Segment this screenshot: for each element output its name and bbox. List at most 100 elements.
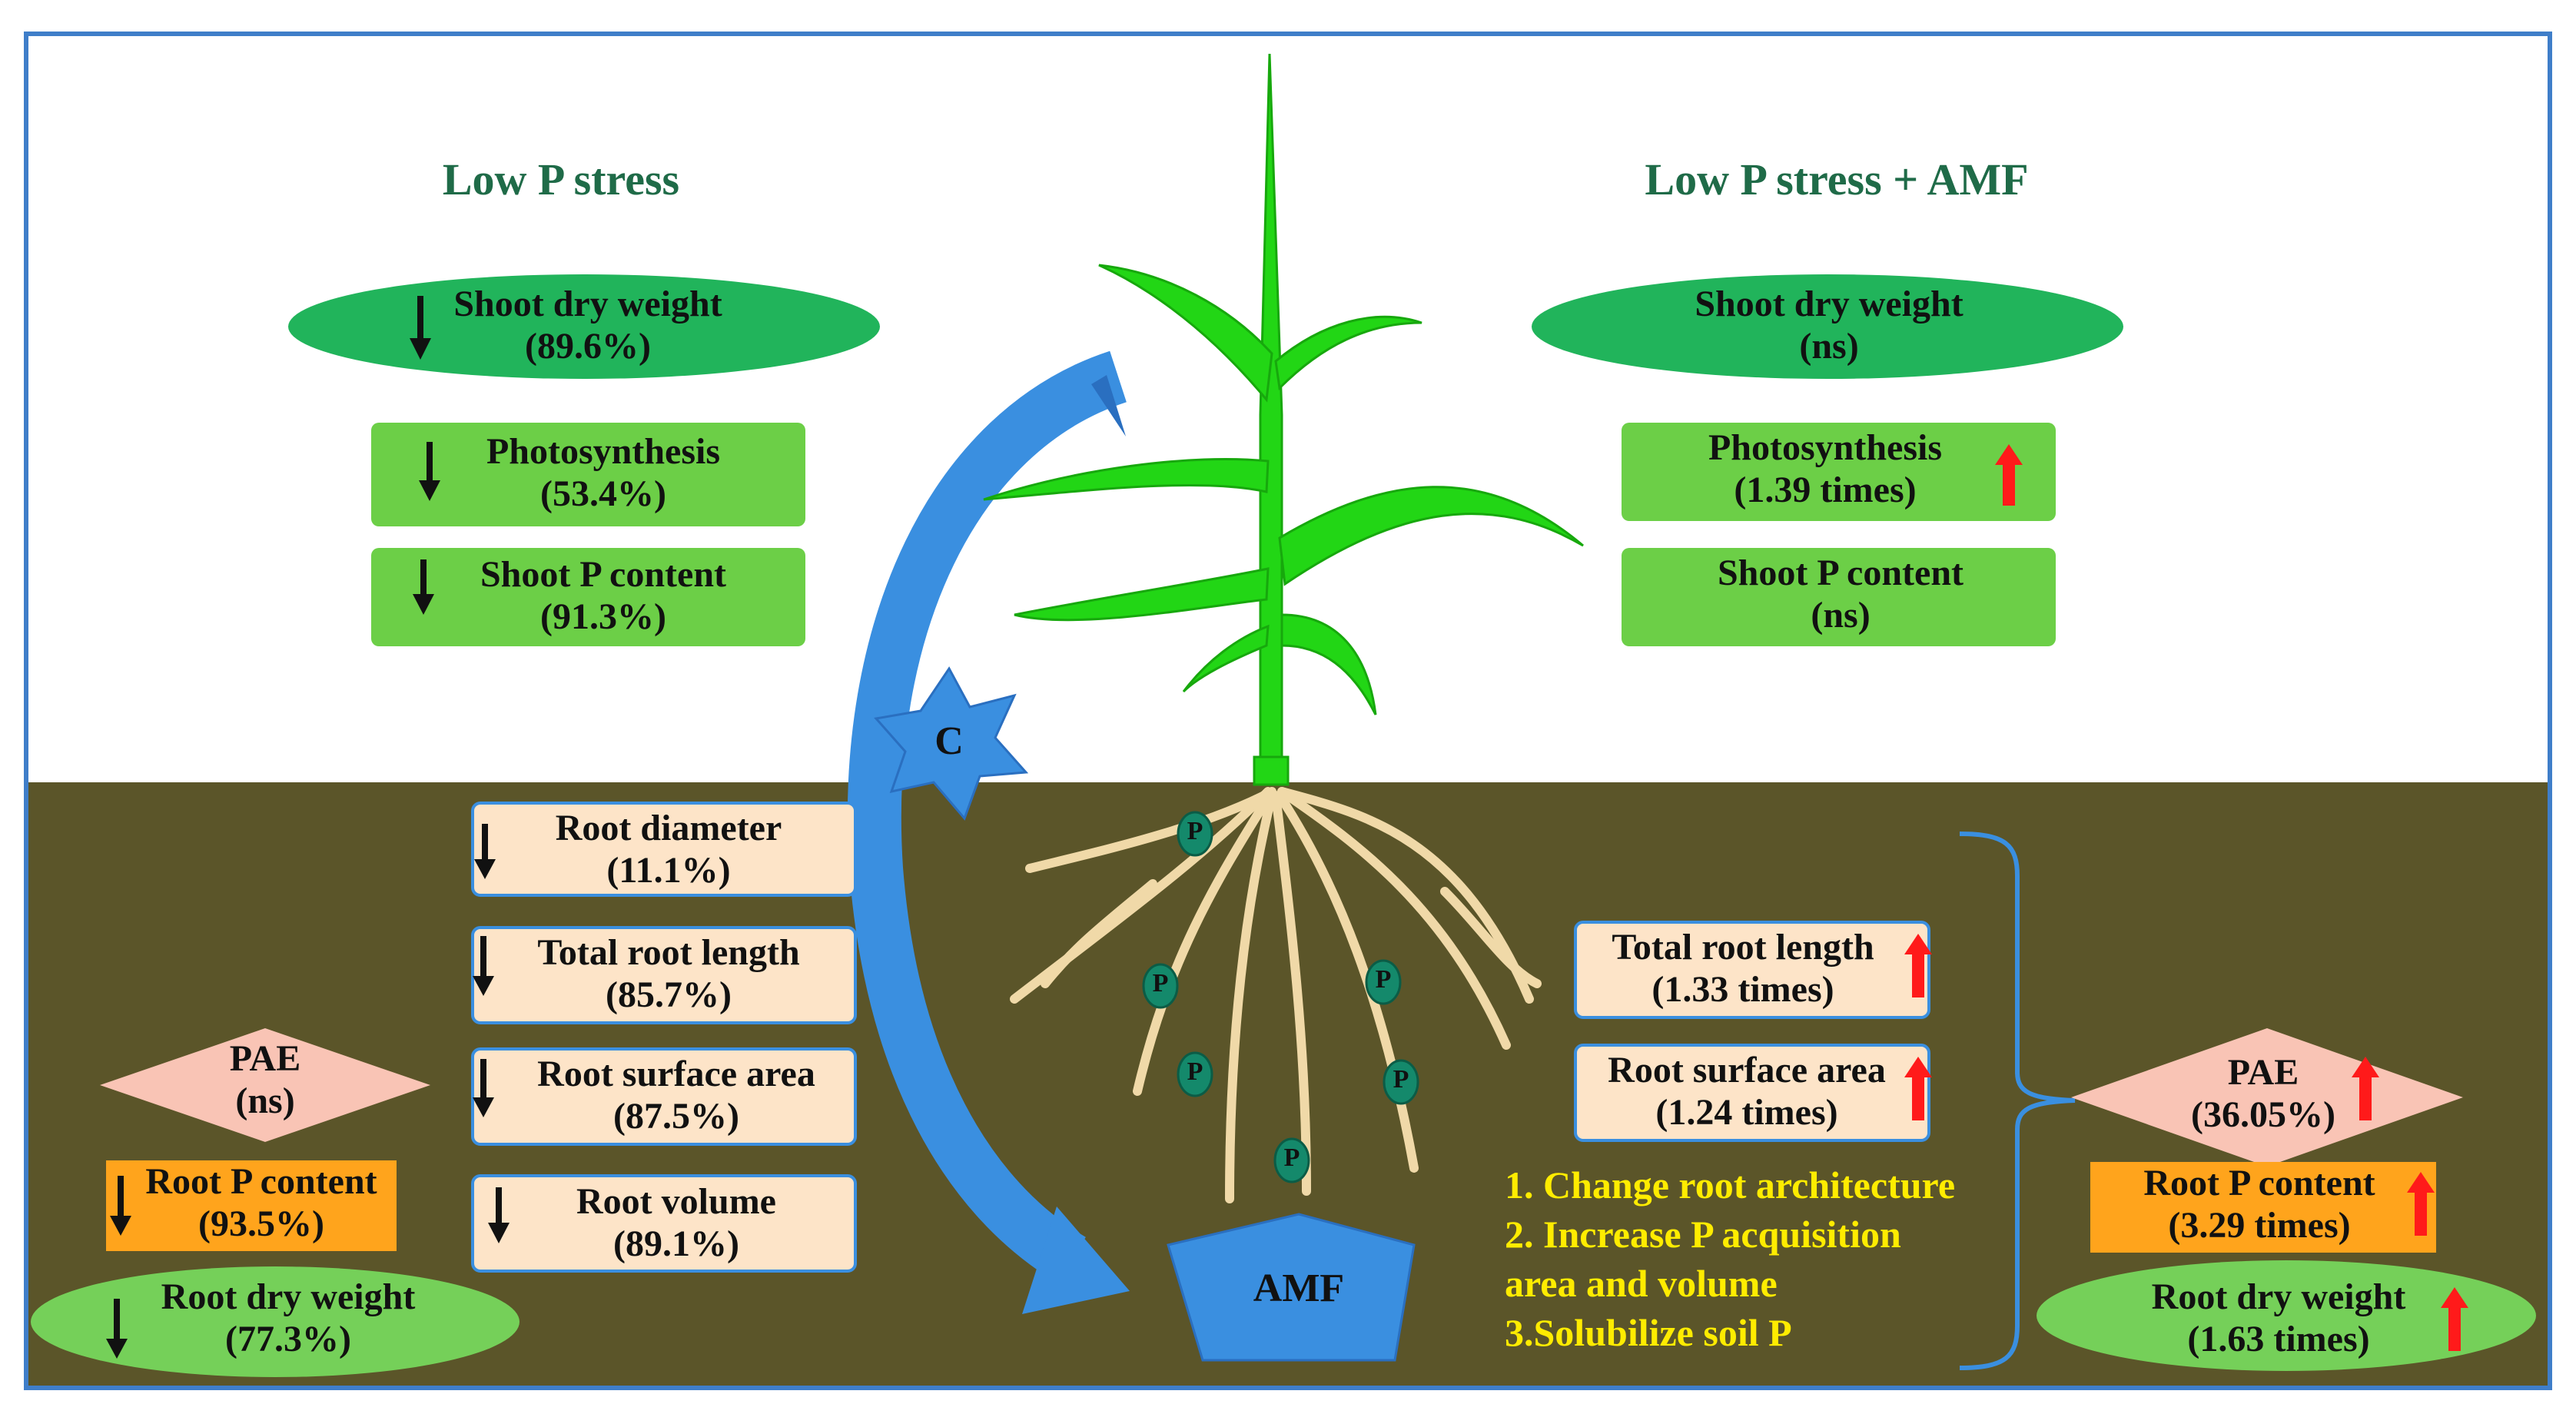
trait-value: (ns) bbox=[1799, 326, 1859, 367]
phosphate-sphere bbox=[1273, 1137, 1310, 1183]
left-pae: PAE (ns) bbox=[188, 1037, 342, 1122]
right-root-p-content: Root P content (3.29 times) bbox=[2106, 1162, 2413, 1246]
down-arrow-icon bbox=[106, 1299, 128, 1359]
right-pae: PAE (36.05%) bbox=[2167, 1051, 2359, 1136]
left-condition-header: Low P stress bbox=[442, 154, 680, 204]
up-arrow-icon bbox=[2407, 1172, 2435, 1236]
root-volume: Root volume (89.1%) bbox=[507, 1180, 845, 1265]
right-photosynthesis: Photosynthesis (1.39 times) bbox=[1652, 427, 1998, 511]
left-root-p-content: Root P content (93.5%) bbox=[131, 1160, 392, 1245]
down-arrow-icon bbox=[413, 559, 434, 615]
trait-value: (89.6%) bbox=[525, 326, 651, 367]
right-root-surface-area: Root surface area (1.24 times) bbox=[1582, 1049, 1912, 1134]
trait-label: Root diameter bbox=[555, 808, 782, 848]
phosphate-label: P bbox=[1187, 817, 1203, 845]
phosphate-sphere bbox=[1142, 963, 1179, 1009]
trait-value: (87.5%) bbox=[613, 1096, 739, 1137]
up-arrow-icon bbox=[2441, 1287, 2468, 1351]
root bbox=[1271, 791, 1311, 1196]
carbon-flow-arrowhead bbox=[1022, 1207, 1130, 1314]
stem-base bbox=[1253, 755, 1290, 786]
trait-label: Shoot P content bbox=[1717, 553, 1964, 593]
up-arrow-icon bbox=[2352, 1057, 2379, 1120]
trait-label: PAE bbox=[2227, 1052, 2299, 1093]
trait-value: (ns) bbox=[1811, 595, 1871, 636]
trait-label: Root dry weight bbox=[161, 1276, 416, 1317]
mechanism-item: area and volume bbox=[1505, 1262, 1778, 1305]
phosphate-group bbox=[1142, 811, 1419, 1183]
leaf bbox=[983, 457, 1270, 501]
trait-value: (77.3%) bbox=[225, 1319, 351, 1360]
phosphate-sphere bbox=[1177, 1051, 1213, 1097]
trait-label: Photosynthesis bbox=[486, 431, 721, 472]
trait-value: (11.1%) bbox=[606, 850, 731, 891]
root bbox=[1277, 787, 1511, 1050]
phosphate-sphere bbox=[1383, 1059, 1419, 1105]
carbon-label: C bbox=[934, 719, 964, 763]
trait-label: Shoot dry weight bbox=[1695, 284, 1964, 324]
mechanism-item: 3.Solubilize soil P bbox=[1505, 1311, 1792, 1354]
root-diameter-box bbox=[471, 802, 857, 897]
down-arrows bbox=[106, 296, 510, 1359]
down-arrow-icon bbox=[410, 296, 431, 360]
leaf bbox=[1014, 567, 1270, 622]
down-arrow-icon bbox=[110, 1176, 131, 1236]
trait-label: Root P content bbox=[2143, 1163, 2375, 1203]
left-shoot-dry-weight-ellipse bbox=[288, 274, 880, 379]
trait-label: Root P content bbox=[145, 1161, 377, 1202]
leaf bbox=[1274, 315, 1422, 391]
root-volume-box bbox=[471, 1174, 857, 1273]
left-root-dry-weight: Root dry weight (77.3%) bbox=[134, 1276, 442, 1360]
right-shoot-p-box bbox=[1622, 548, 2056, 646]
trait-label: Root dry weight bbox=[2151, 1276, 2406, 1317]
trait-label: Total root length bbox=[537, 932, 800, 973]
right-total-root-length-box bbox=[1574, 921, 1930, 1019]
right-root-p-box bbox=[2090, 1162, 2436, 1253]
root bbox=[1025, 787, 1276, 873]
phosphate-label: P bbox=[1283, 1143, 1300, 1172]
amf-pentagon bbox=[1167, 1213, 1416, 1362]
root bbox=[1133, 791, 1274, 1096]
right-root-surface-area-box bbox=[1574, 1044, 1930, 1142]
root bbox=[1041, 879, 1157, 988]
leaf bbox=[1182, 624, 1270, 693]
trait-label: Root surface area bbox=[1608, 1050, 1886, 1090]
trait-value: (3.29 times) bbox=[2168, 1205, 2351, 1246]
amf-label: AMF bbox=[1253, 1266, 1345, 1310]
trait-label: Root volume bbox=[576, 1181, 776, 1222]
leaf bbox=[1098, 264, 1273, 403]
trait-value: (ns) bbox=[235, 1080, 295, 1122]
down-arrow-icon bbox=[474, 824, 496, 879]
trait-value: (91.3%) bbox=[540, 596, 666, 638]
down-arrow-icon bbox=[419, 442, 440, 501]
down-arrow-icon bbox=[473, 1059, 494, 1117]
mechanism-item: 2. Increase P acquisition bbox=[1505, 1213, 1901, 1256]
left-photosynthesis-box bbox=[371, 423, 805, 526]
root-diameter: Root diameter (11.1%) bbox=[500, 807, 838, 891]
right-photosynthesis-box bbox=[1622, 423, 2056, 521]
trait-value: (53.4%) bbox=[540, 473, 666, 515]
right-total-root-length: Total root length (1.33 times) bbox=[1582, 926, 1904, 1011]
trait-label: Shoot P content bbox=[480, 554, 726, 595]
leaf bbox=[1280, 613, 1377, 715]
plant bbox=[983, 53, 1584, 786]
left-root-dry-weight-ellipse bbox=[31, 1266, 520, 1377]
trait-label: Shoot dry weight bbox=[453, 284, 722, 324]
up-arrow-icon bbox=[1995, 444, 2023, 506]
right-condition-header: Low P stress + AMF bbox=[1645, 154, 2029, 204]
leaf bbox=[1278, 486, 1584, 586]
trait-value: (1.39 times) bbox=[1734, 470, 1917, 511]
down-arrow-icon bbox=[473, 936, 494, 996]
root bbox=[1440, 887, 1542, 988]
trait-value: (36.05%) bbox=[2191, 1094, 2335, 1136]
trait-value: (1.63 times) bbox=[2187, 1319, 2370, 1360]
down-arrow-icon bbox=[488, 1187, 510, 1243]
phosphate-label: P bbox=[1187, 1057, 1203, 1086]
trait-value: (93.5%) bbox=[198, 1203, 324, 1245]
root bbox=[1225, 791, 1276, 1203]
mechanism-list: 1. Change root architecture 2. Increase … bbox=[1505, 1160, 1955, 1357]
left-root-p-box bbox=[106, 1160, 397, 1251]
up-arrow-icon bbox=[1904, 934, 1932, 997]
